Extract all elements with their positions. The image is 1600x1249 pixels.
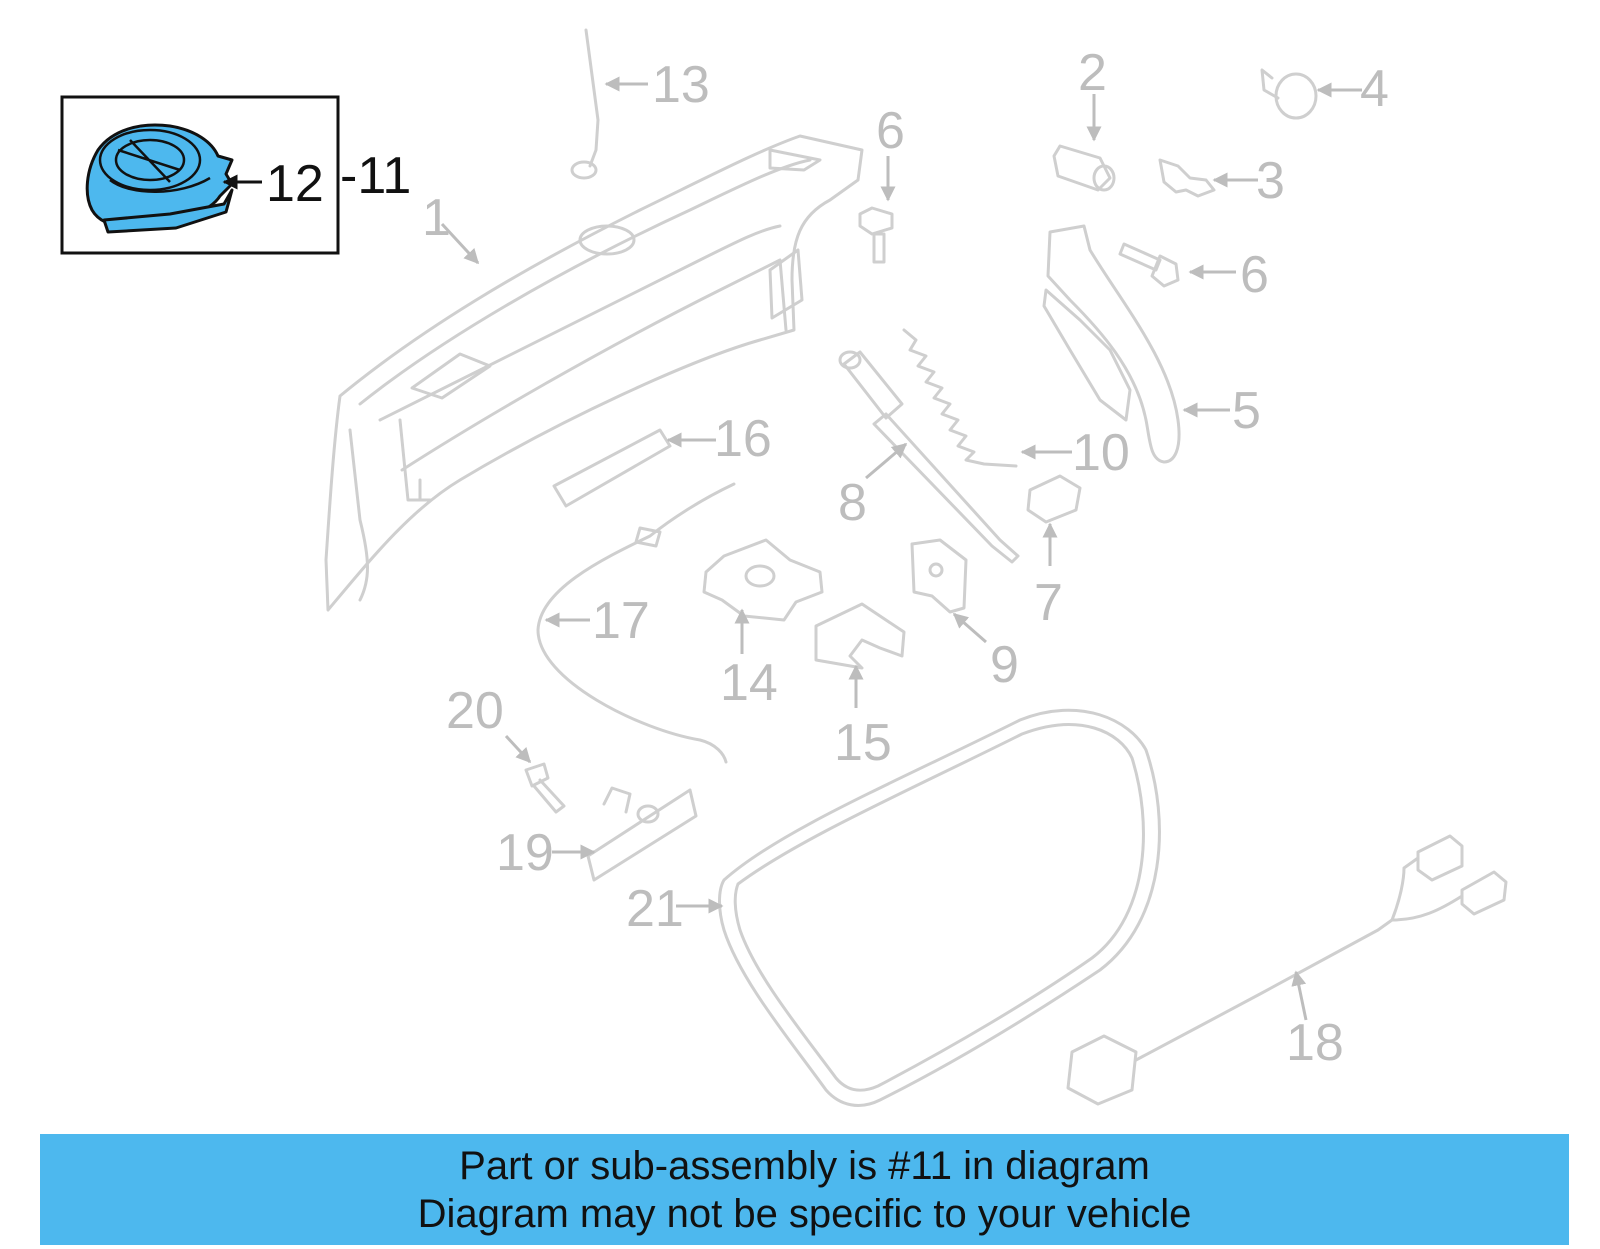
part-4-clip[interactable] xyxy=(1260,68,1318,120)
part-15-striker-cover[interactable] xyxy=(814,602,906,670)
callout-11: -11 xyxy=(340,147,411,205)
callout-12: 12 xyxy=(266,155,324,213)
callout-19: 19 xyxy=(496,824,554,882)
callout-9: 9 xyxy=(990,636,1019,694)
callout-17: 17 xyxy=(592,592,650,650)
part-6-bolt-right[interactable] xyxy=(1118,242,1180,288)
callout-21: 21 xyxy=(626,880,684,938)
callout-16: 16 xyxy=(714,410,772,468)
callout-4: 4 xyxy=(1360,60,1389,118)
callout-15: 15 xyxy=(834,714,892,772)
part-6-bolt-upper[interactable] xyxy=(858,206,894,264)
callout-10: 10 xyxy=(1072,424,1130,482)
part-10-spring[interactable] xyxy=(902,328,1018,468)
callout-1: 1 xyxy=(422,189,451,247)
callout-8: 8 xyxy=(838,474,867,532)
part-3-key[interactable] xyxy=(1158,158,1216,198)
info-banner: Part or sub-assembly is #11 in diagram D… xyxy=(40,1134,1569,1245)
part-13-drain-hose[interactable] xyxy=(570,28,600,180)
banner-line-2: Diagram may not be specific to your vehi… xyxy=(417,1192,1192,1236)
part-17-release-cable[interactable] xyxy=(536,482,736,764)
part-7-bumper[interactable] xyxy=(1026,474,1082,524)
callout-14: 14 xyxy=(720,654,778,712)
callout-13: 13 xyxy=(652,56,710,114)
callout-7: 7 xyxy=(1034,574,1063,632)
part-19-striker[interactable] xyxy=(586,786,698,882)
callout-6-right: 6 xyxy=(1240,246,1269,304)
part-21-seal[interactable] xyxy=(718,708,1161,1107)
callout-18: 18 xyxy=(1286,1014,1344,1072)
part-8-gas-strut[interactable] xyxy=(838,350,1020,564)
part-16-trim-panel[interactable] xyxy=(552,428,672,508)
part-11-box[interactable] xyxy=(60,95,340,255)
part-20-screw[interactable] xyxy=(524,762,566,814)
part-5-hinge[interactable] xyxy=(1042,224,1181,464)
part-1-trunk-lid[interactable] xyxy=(324,134,864,612)
callout-2: 2 xyxy=(1078,44,1107,102)
part-12-latch-motor[interactable] xyxy=(85,123,234,234)
banner-line-1: Part or sub-assembly is #11 in diagram xyxy=(459,1144,1150,1188)
part-9-bracket[interactable] xyxy=(910,538,968,614)
callout-20: 20 xyxy=(446,682,504,740)
callout-6-upper: 6 xyxy=(876,102,905,160)
part-2-lock-cylinder[interactable] xyxy=(1052,144,1116,192)
callout-3: 3 xyxy=(1256,152,1285,210)
part-18-wiring-harness[interactable] xyxy=(1066,834,1508,1106)
callout-5: 5 xyxy=(1232,382,1261,440)
part-14-latch[interactable] xyxy=(702,538,824,622)
